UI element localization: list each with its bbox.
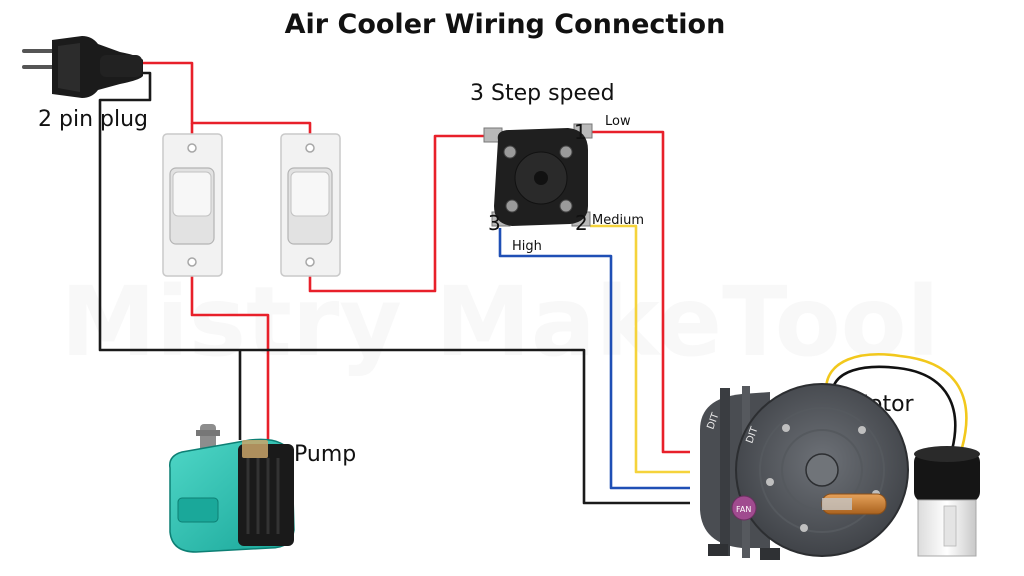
pump-label: Pump — [294, 442, 356, 467]
speed-terminal-2: 2 — [575, 211, 588, 235]
capacitor-lead-1 — [824, 353, 968, 449]
switch-icon[interactable] — [162, 133, 223, 277]
plug-icon — [22, 36, 143, 98]
medium-label: Medium — [592, 213, 644, 228]
speed-terminal-1: 1 — [574, 120, 587, 144]
speed-switch-label: 3 Step speed — [470, 81, 615, 106]
speed-terminal-3: 3 — [488, 211, 501, 235]
low-label: Low — [605, 114, 631, 129]
switch-icon[interactable] — [280, 133, 341, 277]
low-speed-wire — [590, 130, 690, 454]
motor-logo: FAN — [736, 505, 751, 514]
pump-icon — [169, 424, 295, 553]
phase-wire-plug — [141, 61, 312, 134]
capacitor-icon — [914, 446, 980, 557]
plug-label: 2 pin plug — [38, 107, 148, 132]
phase-wire-speed-switch — [308, 134, 490, 293]
watermark: Mistry MakeTool — [60, 266, 939, 378]
medium-speed-wire — [590, 224, 690, 474]
speed-switch-icon[interactable] — [483, 123, 593, 227]
motor-icon — [700, 383, 909, 560]
diagram-title: Air Cooler Wiring Connection — [285, 9, 726, 40]
high-label: High — [512, 239, 542, 254]
neutral-wire — [98, 71, 690, 505]
phase-wire-pump — [190, 276, 270, 440]
high-speed-wire — [498, 228, 690, 490]
capacitor-lead-2 — [830, 365, 957, 451]
